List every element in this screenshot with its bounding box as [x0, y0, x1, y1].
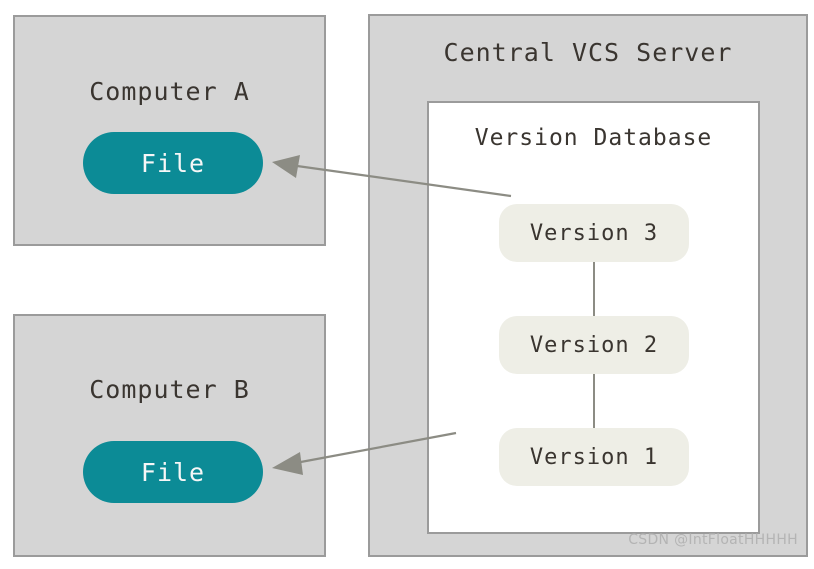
computer-b-title: Computer B: [89, 375, 250, 404]
csdn-watermark: CSDN @IntFloatHHHHH: [628, 532, 798, 548]
computer-a-file-label: File: [140, 148, 206, 178]
version-node-1[interactable]: Version 1: [499, 428, 689, 486]
computer-a-panel: Computer A File: [13, 15, 326, 246]
version-node-3[interactable]: Version 3: [499, 204, 689, 262]
clipped-text-fragment: · · · · · · · · · · · · · · · · · · · · …: [10, 0, 230, 4]
central-vcs-server-panel: Central VCS Server Version Database Vers…: [368, 14, 808, 557]
version-node-2-label: Version 2: [529, 332, 659, 358]
central-vcs-server-title: Central VCS Server: [443, 38, 733, 67]
computer-b-panel: Computer B File: [13, 314, 326, 557]
computer-a-file-pill[interactable]: File: [83, 132, 263, 194]
connector-v3-v2: [593, 261, 595, 323]
version-database-title: Version Database: [474, 125, 713, 151]
computer-b-file-pill[interactable]: File: [83, 441, 263, 503]
version-node-1-label: Version 1: [529, 444, 659, 470]
version-node-3-label: Version 3: [529, 220, 659, 246]
computer-b-file-label: File: [140, 457, 206, 487]
clipped-page-content-strip: · · · · · · · · · · · · · · · · · · · · …: [0, 0, 814, 6]
connector-v2-v1: [593, 373, 595, 435]
version-node-2[interactable]: Version 2: [499, 316, 689, 374]
computer-a-title: Computer A: [89, 77, 250, 106]
version-database-box: Version Database Version 3 Version 2 Ver…: [427, 101, 760, 534]
